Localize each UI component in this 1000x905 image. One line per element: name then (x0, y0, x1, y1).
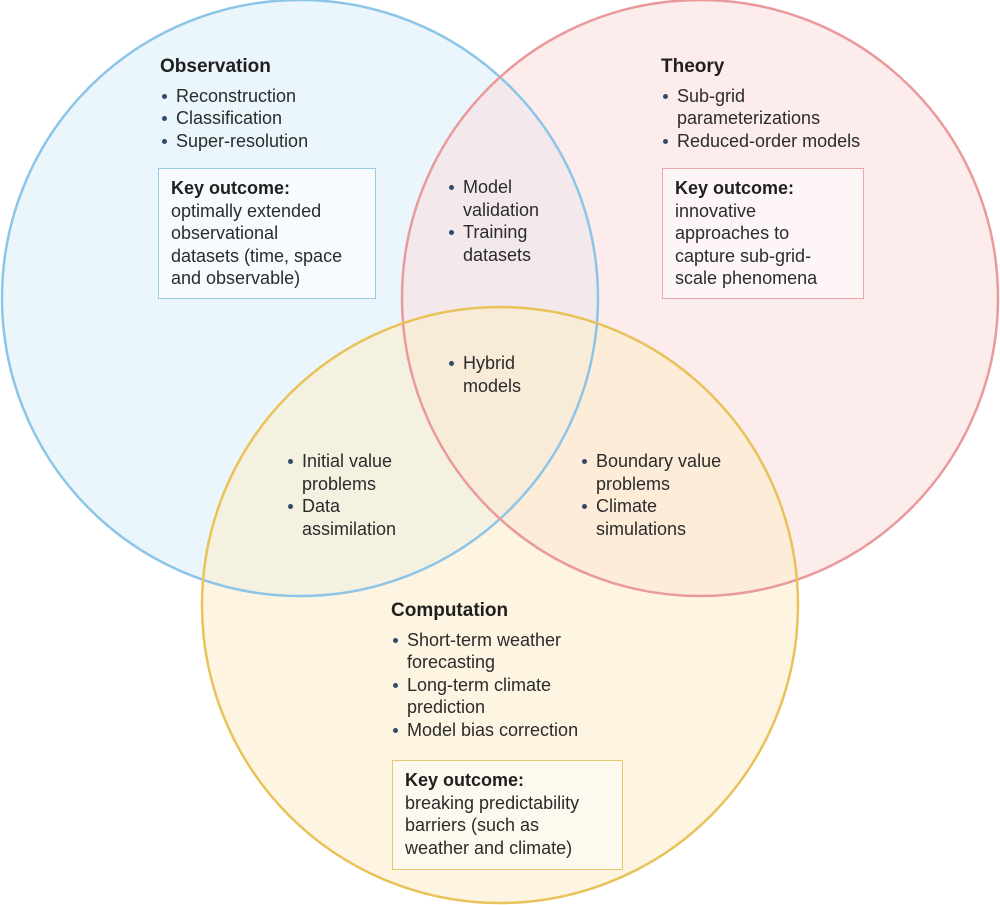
overlap-item-line: validation (463, 199, 540, 220)
theory-computation-overlap: Boundary value problems Climate simulati… (580, 450, 721, 540)
overlap-item-line: Model (463, 177, 513, 197)
observation-key-outcome-line: observational (171, 223, 279, 243)
computation-item-line: Model bias correction (407, 719, 579, 740)
center-list: Hybrid models (447, 352, 521, 397)
overlap-item-hybrid-models: Hybrid models (447, 352, 521, 397)
overlap-item-model-validation: Model validation (447, 176, 539, 221)
theory-item-line: Sub-grid (677, 85, 746, 106)
observation-key-outcome-line: optimally extended (171, 200, 322, 221)
computation-item-line: prediction (407, 697, 486, 717)
computation-key-outcome-label: Key outcome: (405, 770, 525, 790)
overlap-item-training-datasets: Training datasets (447, 221, 539, 266)
theory-key-outcome-line: approaches to (675, 223, 790, 243)
computation-list: Short-term weather forecasting Long-term… (391, 629, 578, 742)
theory-title: Theory (661, 56, 725, 77)
observation-key-outcome-box: Key outcome: optimally extended observat… (158, 168, 376, 299)
observation-item-super-resolution: Super-resolution (160, 130, 308, 153)
theory-key-outcome-box: Key outcome: innovative approaches to ca… (662, 168, 864, 299)
computation-item-line: Short-term weather (407, 629, 562, 650)
observation-key-outcome-label: Key outcome: (171, 178, 291, 198)
overlap-item-line: Data (302, 496, 341, 516)
theory-key-outcome-line: capture sub-grid- (675, 245, 812, 266)
computation-item-bias-correction: Model bias correction (391, 719, 578, 742)
computation-item-line: Long-term climate (407, 674, 552, 695)
computation-section: Computation Short-term weather forecasti… (391, 600, 578, 741)
overlap-item-line: datasets (463, 244, 532, 265)
overlap-item-line: Training (463, 222, 528, 242)
theory-key-outcome-line: innovative (675, 200, 757, 221)
overlap-item-line: Boundary value (596, 451, 722, 471)
computation-item-long-term: Long-term climate prediction (391, 674, 578, 719)
computation-title: Computation (391, 600, 509, 621)
overlap-item-line: Hybrid (463, 353, 516, 373)
overlap-item-line: models (463, 375, 522, 396)
overlap-item-boundary-value: Boundary value problems (580, 450, 721, 495)
observation-computation-overlap: Initial value problems Data assimilation (286, 450, 396, 540)
overlap-item-line: assimilation (302, 518, 397, 539)
overlap-item-line: problems (596, 473, 671, 494)
observation-key-outcome-line: and observable) (171, 268, 301, 288)
observation-list: Reconstruction Classification Super-reso… (160, 85, 308, 153)
overlap-item-climate-simulations: Climate simulations (580, 495, 721, 540)
overlap-item-line: Initial value (302, 451, 393, 471)
computation-circle-outline (200, 305, 800, 905)
observation-key-outcome-line: datasets (time, space (171, 245, 343, 266)
observation-computation-list: Initial value problems Data assimilation (286, 450, 396, 540)
computation-key-outcome-line: breaking predictability (405, 792, 580, 813)
overlap-item-initial-value: Initial value problems (286, 450, 396, 495)
computation-key-outcome-line: weather and climate) (405, 837, 573, 858)
computation-key-outcome-line: barriers (such as (405, 815, 540, 835)
theory-computation-list: Boundary value problems Climate simulati… (580, 450, 721, 540)
computation-item-line: forecasting (407, 652, 496, 672)
theory-item-line: Reduced-order models (677, 130, 861, 151)
center-overlap: Hybrid models (447, 352, 521, 397)
theory-item-sub-grid: Sub-grid parameterizations (661, 85, 860, 130)
theory-section: Theory Sub-grid parameterizations Reduce… (661, 56, 860, 152)
observation-section: Observation Reconstruction Classificatio… (160, 56, 308, 152)
theory-item-line: parameterizations (677, 108, 821, 128)
theory-key-outcome-line: scale phenomena (675, 268, 818, 288)
observation-item-reconstruction: Reconstruction (160, 85, 308, 108)
theory-item-reduced-order: Reduced-order models (661, 130, 860, 153)
theory-key-outcome-label: Key outcome: (675, 178, 795, 198)
observation-title: Observation (160, 56, 271, 77)
theory-circle-outline (400, 0, 1000, 598)
overlap-item-line: Climate (596, 496, 658, 516)
overlap-item-data-assimilation: Data assimilation (286, 495, 396, 540)
observation-theory-list: Model validation Training datasets (447, 176, 539, 266)
theory-list: Sub-grid parameterizations Reduced-order… (661, 85, 860, 153)
computation-key-outcome-box: Key outcome: breaking predictability bar… (392, 760, 623, 870)
overlap-item-line: simulations (596, 518, 687, 539)
computation-circle (202, 307, 798, 903)
observation-circle-outline (0, 0, 600, 598)
overlap-item-line: problems (302, 473, 377, 494)
observation-theory-overlap: Model validation Training datasets (447, 176, 539, 266)
computation-item-short-term: Short-term weather forecasting (391, 629, 578, 674)
observation-item-classification: Classification (160, 107, 308, 130)
